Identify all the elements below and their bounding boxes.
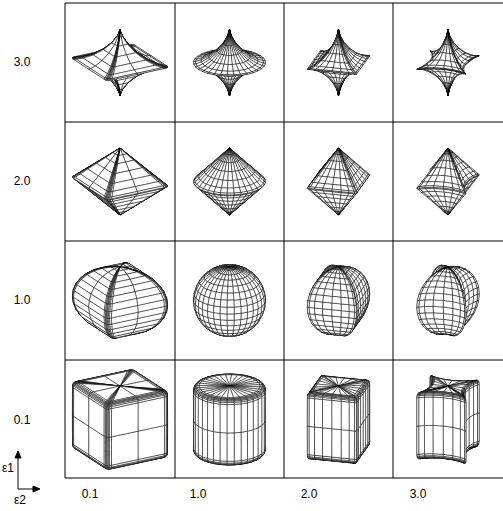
superquadric	[194, 265, 266, 337]
superquadric	[307, 148, 369, 215]
superquadric	[72, 263, 167, 338]
column-value: 2.0	[301, 488, 318, 500]
column-value: 0.1	[82, 488, 99, 500]
superquadric	[417, 376, 479, 464]
superquadric	[307, 265, 369, 336]
superquadric	[72, 370, 167, 469]
superquadric	[307, 376, 369, 464]
column-value: 1.0	[190, 488, 207, 500]
axis-arrows	[15, 451, 40, 492]
superquadric	[417, 29, 479, 96]
column-value: 3.0	[410, 488, 427, 500]
row-value: 3.0	[14, 56, 31, 68]
superquadric	[72, 148, 167, 215]
superquadric	[307, 29, 369, 96]
grid-lines	[65, 3, 503, 478]
superquadric	[194, 29, 266, 96]
superquadric	[417, 148, 479, 215]
row-value: 1.0	[14, 294, 31, 306]
superquadric	[417, 265, 479, 336]
row-value: 2.0	[14, 175, 31, 187]
superquadric	[194, 374, 266, 465]
axis-label: ε2	[14, 494, 26, 506]
row-value: 0.1	[14, 414, 31, 426]
superquadric	[194, 148, 266, 215]
axis-label: ε1	[2, 462, 14, 474]
superquadric	[72, 29, 167, 96]
superquadric-shapes	[72, 29, 479, 469]
